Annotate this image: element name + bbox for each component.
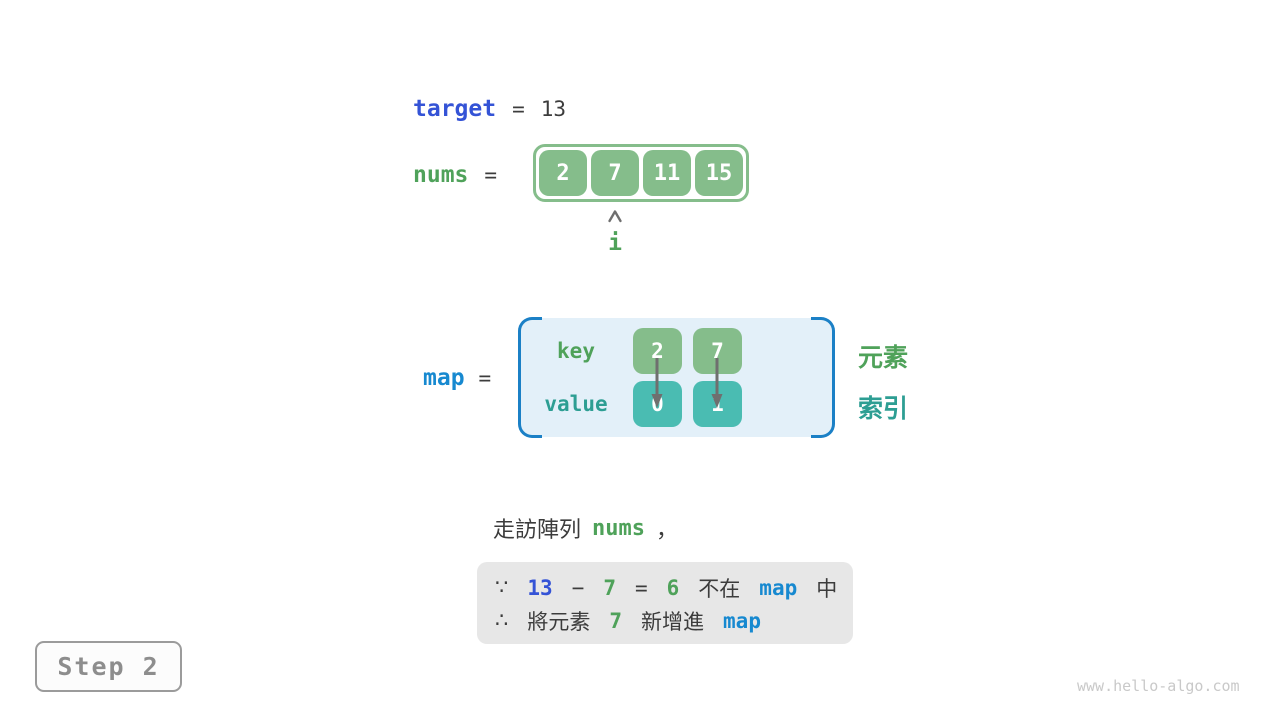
note-target-value: 13 (527, 575, 553, 600)
because-symbol: ∵ (495, 576, 509, 599)
key-to-value-arrow-icon (651, 358, 663, 408)
map-line-label: map = (423, 364, 491, 392)
nums-array: 2 7 11 15 (533, 144, 749, 202)
watermark: www.hello-algo.com (1077, 677, 1240, 695)
target-var: target (413, 96, 497, 122)
note-line-1: ∵ 13 − 7 = 6 不在 map 中 (495, 571, 853, 604)
map-equals: = (478, 366, 492, 390)
note-text-in: 中 (816, 577, 838, 601)
note-line-2: ∴ 將元素 7 新增進 map (495, 604, 853, 637)
nums-array-cell: 11 (643, 150, 691, 196)
map-var: map (423, 365, 465, 391)
note-map-ref: map (723, 608, 761, 633)
element-side-label: 元素 (858, 344, 909, 372)
equals-operator: = (634, 575, 648, 600)
caption-suffix: ， (656, 517, 679, 542)
target-equals: = (512, 97, 525, 121)
nums-array-cell: 2 (539, 150, 587, 196)
target-line: target = 13 (413, 94, 566, 124)
nums-array-cell: 7 (591, 150, 639, 196)
note-text-not-in: 不在 (698, 577, 741, 601)
index-pointer-up-icon (608, 210, 622, 223)
key-to-value-arrow-icon (711, 358, 723, 408)
caption-line: 走訪陣列 nums ， (493, 513, 678, 543)
nums-equals: = (484, 163, 498, 187)
map-container: key value 2 7 0 1 (518, 317, 835, 438)
target-value: 13 (540, 97, 567, 121)
right-bracket-icon (811, 317, 835, 438)
nums-var: nums (413, 162, 469, 188)
note-box: ∵ 13 − 7 = 6 不在 map 中 ∴ 將元素 7 新增進 map (477, 562, 853, 644)
note-text-insert-into: 新增進 (641, 610, 705, 634)
caption-prefix: 走訪陣列 (493, 517, 582, 542)
nums-line-label: nums = (413, 160, 497, 190)
note-added-value: 7 (609, 608, 623, 633)
nums-array-cell: 15 (695, 150, 743, 196)
therefore-symbol: ∴ (495, 609, 509, 632)
caption-code: nums (592, 515, 645, 541)
minus-operator: − (571, 575, 585, 600)
index-side-label: 索引 (858, 395, 909, 423)
left-bracket-icon (518, 317, 542, 438)
step-badge: Step 2 (35, 641, 182, 692)
value-row-label: value (544, 392, 608, 416)
note-element-value: 7 (603, 575, 616, 600)
note-diff-value: 6 (666, 575, 680, 600)
note-map-ref: map (759, 575, 798, 600)
note-text-add-element: 將元素 (527, 610, 591, 634)
index-pointer-label: i (608, 230, 622, 256)
key-row-label: key (557, 339, 595, 363)
